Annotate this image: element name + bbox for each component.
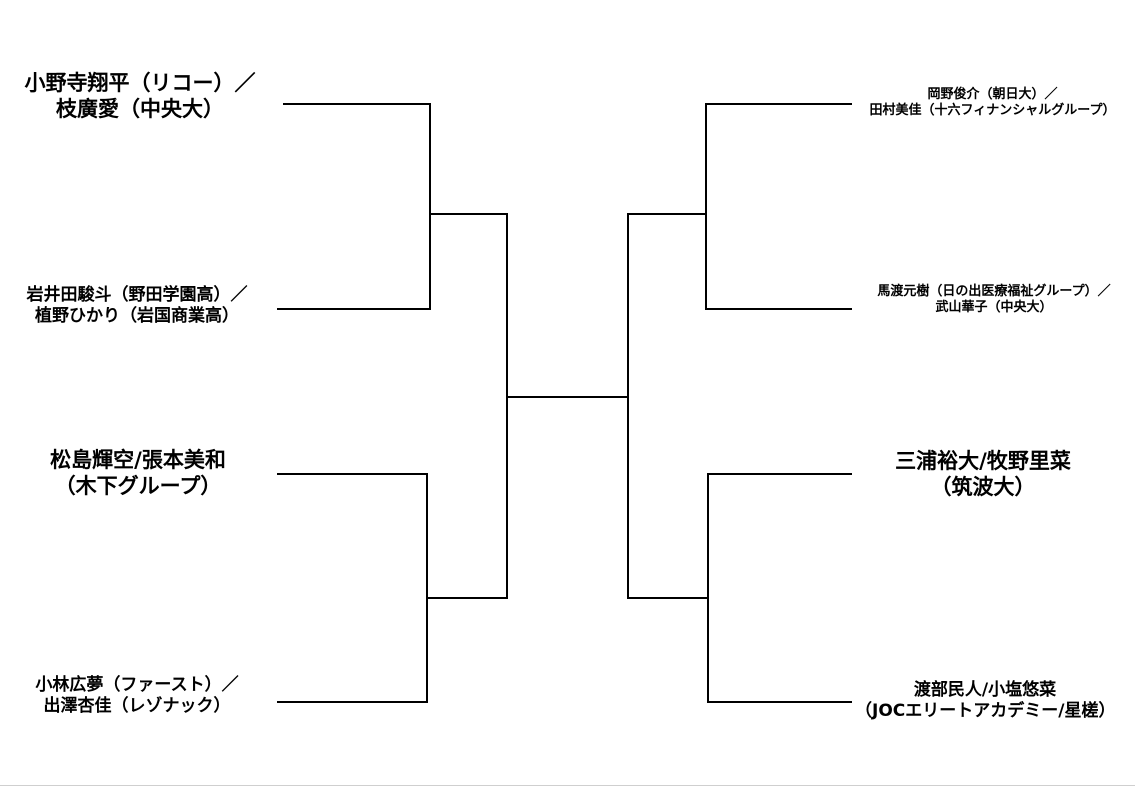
team-left-2-line1: 岩井田駿斗（野田学園高）／ xyxy=(26,285,248,305)
team-right-2-line2: 武山華子（中央大） xyxy=(935,300,1053,316)
team-left-3: 松島輝空/張本美和 （木下グループ） xyxy=(8,447,268,500)
bottom-divider xyxy=(0,785,1135,786)
team-right-1-line1: 岡野俊介（朝日大）／ xyxy=(927,87,1058,102)
team-left-4-line1: 小林広夢（ファースト）／ xyxy=(35,675,239,695)
team-right-4: 渡部民人/小塩悠菜 （JOCエリートアカデミー/星槎） xyxy=(855,680,1115,723)
team-right-1-line2: 田村美佳（十六フィナンシャルグループ） xyxy=(869,103,1116,119)
team-left-2-line2: 植野ひかり（岩国商業高） xyxy=(35,306,239,327)
team-right-3-line2: （筑波大） xyxy=(930,475,1036,500)
team-left-3-line1: 松島輝空/張本美和 xyxy=(50,448,226,472)
team-left-1: 小野寺翔平（リコー）／ 枝廣愛（中央大） xyxy=(10,70,270,123)
team-left-3-line2: （木下グループ） xyxy=(54,474,222,499)
team-right-3: 三浦裕大/牧野里菜 （筑波大） xyxy=(858,448,1108,501)
team-right-4-line1: 渡部民人/小塩悠菜 xyxy=(913,680,1057,700)
team-left-4-line2: 出澤杏佳（レゾナック） xyxy=(43,696,231,717)
team-right-3-line1: 三浦裕大/牧野里菜 xyxy=(895,449,1071,473)
team-left-1-line1: 小野寺翔平（リコー）／ xyxy=(24,71,256,95)
team-right-1: 岡野俊介（朝日大）／ 田村美佳（十六フィナンシャルグループ） xyxy=(853,87,1132,120)
team-left-1-line2: 枝廣愛（中央大） xyxy=(56,97,224,122)
team-right-2-line1: 馬渡元樹（日の出医療福祉グループ）／ xyxy=(877,284,1111,299)
team-right-4-line2: （JOCエリートアカデミー/星槎） xyxy=(855,701,1116,722)
team-left-2: 岩井田駿斗（野田学園高）／ 植野ひかり（岩国商業高） xyxy=(4,285,270,328)
team-left-4: 小林広夢（ファースト）／ 出澤杏佳（レゾナック） xyxy=(6,675,268,718)
team-right-2: 馬渡元樹（日の出医療福祉グループ）／ 武山華子（中央大） xyxy=(858,284,1130,317)
